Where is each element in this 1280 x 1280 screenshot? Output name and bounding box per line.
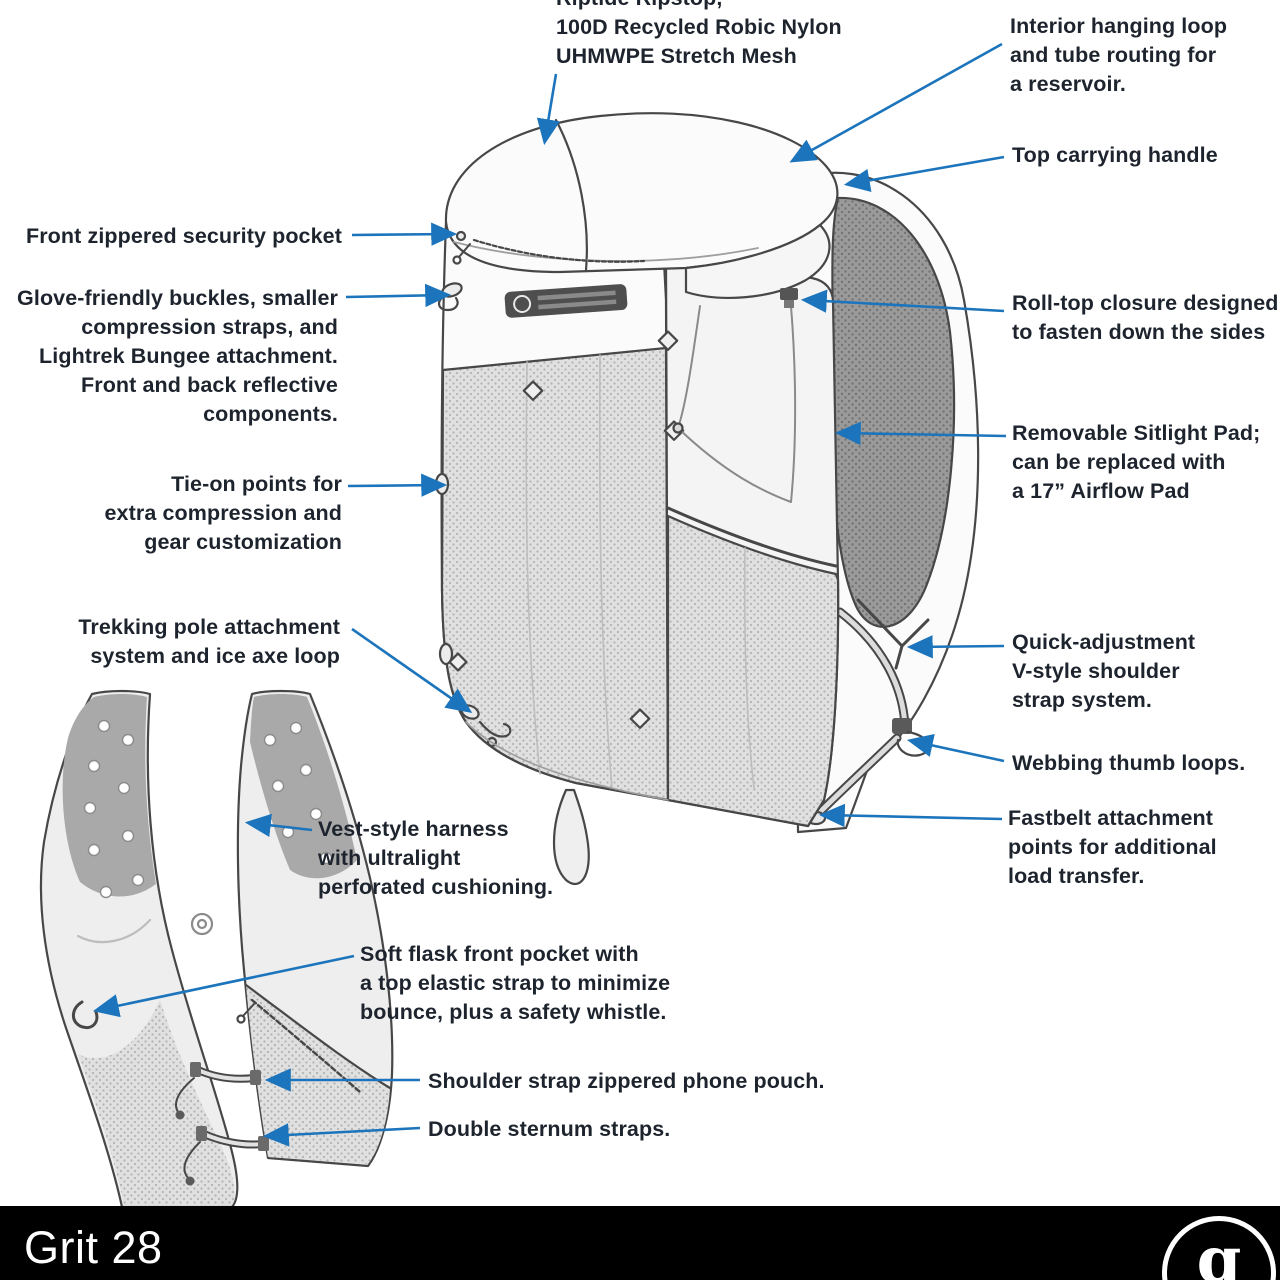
ice-axe-loop [552,788,590,886]
callout-label-thumb-loops: Webbing thumb loops. [1012,751,1246,775]
harness-left-mesh [78,1000,235,1205]
callout-label-buckles: Glove-friendly buckles, smaller compress… [17,286,338,426]
callout-label-reservoir: Interior hanging loop and tube routing f… [1010,14,1228,96]
arrow-sternum [262,1123,421,1147]
arrow-security-pocket [351,222,458,246]
tie-on-loop [438,642,454,666]
front-mesh-pocket [440,346,670,802]
backpack-illustration [434,112,980,886]
footer-bar: Grit 28 g [0,1206,1280,1280]
arrow-trekking [351,627,473,713]
perforations-left [83,719,145,899]
roll-top-buckle [780,288,798,308]
harness-left-pad [62,694,157,897]
pouch-zipper [250,998,362,1094]
harness-logo-icon [190,912,214,936]
brand-patch [504,284,628,318]
arrow-handle [843,155,1005,192]
arrow-soft-flask [92,954,355,1018]
harness-illustration [39,689,394,1209]
lash-point [657,330,679,351]
callout-label-security-pocket: Front zippered security pocket [25,224,342,248]
phone-pouch [246,985,390,1164]
lash-point [522,380,544,401]
arrow-reservoir [789,42,1003,163]
arrow-sitlight [834,421,1007,446]
harness-right-pad [250,694,357,879]
arrow-thumb-loops [906,733,1005,763]
callout-label-tie-on: Tie-on points for extra compression and … [104,472,342,554]
callout-label-fabric: Riptide Ripstop, 100D Recycled Robic Nyl… [556,0,842,68]
arrow-tie-on [347,473,448,497]
perforations-right [263,721,333,865]
callout-label-vest: Vest-style harness with ultralight perfo… [318,817,554,899]
arrow-rolltop [800,289,1005,313]
callout-label-fastbelt: Fastbelt attachment points for additiona… [1008,806,1217,888]
arrow-vest [244,813,313,837]
roll-top [684,223,831,299]
logo-glyph: g [1196,1223,1242,1280]
arrow-buckles [345,283,452,308]
lash-point [448,652,468,672]
callout-label-phone-pouch: Shoulder strap zippered phone pouch. [428,1069,825,1093]
arrow-shoulder-system [906,635,1005,659]
gossamer-gear-logo-icon: g [1162,1216,1276,1280]
lid-zipper [472,238,646,263]
shoulder-strap-adjuster [856,598,930,670]
callout-label-trekking: Trekking pole attachment system and ice … [78,615,340,668]
lash-point [629,708,651,729]
arrow-fabric [536,73,560,146]
callout-arrows [92,42,1007,1147]
callout-label-handle: Top carrying handle [1012,143,1218,167]
callout-label-rolltop: Roll-top closure designed to fasten down… [1012,291,1279,344]
callout-label-soft-flask: Soft flask front pocket with a top elast… [360,942,671,1024]
bungee-cord [677,305,797,503]
flask-loop [72,1000,99,1030]
callout-label-sternum: Double sternum straps. [428,1117,671,1141]
strap-buckle [892,718,912,734]
product-name: Grit 28 [24,1222,163,1273]
callout-label-shoulder-system: Quick-adjustment V-style shoulder strap … [1012,630,1196,712]
sternum-straps [175,1062,269,1186]
side-mesh-pocket [666,514,840,828]
arrow-fastbelt [818,803,1003,828]
callout-label-sitlight: Removable Sitlight Pad; can be replaced … [1012,421,1261,503]
